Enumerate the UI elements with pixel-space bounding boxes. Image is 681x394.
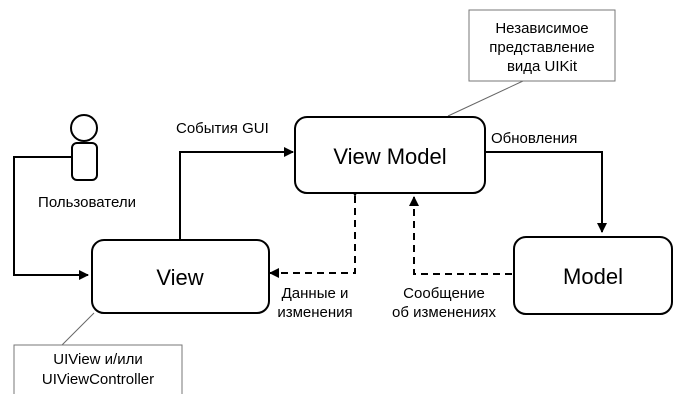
change-notification-arrow: [409, 196, 512, 275]
model-node: Model: [513, 236, 673, 315]
data-changes-label-line-1: Данные и: [282, 285, 349, 302]
view-model-label: View Model: [333, 144, 446, 169]
change-notification-label-line-1: Сообщение: [403, 285, 485, 302]
top-note-connector: [447, 80, 524, 117]
view-label: View: [156, 265, 203, 290]
bottom-note-line-2: UIViewController: [42, 371, 154, 388]
users-to-view-arrow: [13, 156, 89, 280]
change-notification-label-line-2: об изменениях: [392, 304, 496, 321]
users-label: Пользователи: [38, 194, 136, 211]
gui-events-arrow: [179, 147, 294, 240]
data-changes-label-line-2: изменения: [277, 304, 352, 321]
data-changes-arrow: [269, 187, 360, 278]
top-note-line-3: вида UIKit: [507, 58, 578, 75]
updates-label: Обновления: [491, 130, 577, 147]
updates-arrow: [486, 151, 607, 233]
top-note-line-1: Независимое: [495, 20, 588, 37]
bottom-note-line-1: UIView и/или: [53, 351, 142, 368]
model-label: Model: [563, 264, 623, 289]
view-node: View: [91, 239, 270, 314]
gui-events-label: События GUI: [176, 120, 269, 137]
top-note-line-2: представление: [489, 39, 595, 56]
bottom-note-connector: [61, 312, 95, 346]
bottom-note-box: [13, 344, 183, 394]
top-note-box: [468, 9, 616, 82]
view-model-node: View Model: [294, 116, 486, 194]
user-actor-icon: [70, 114, 98, 181]
